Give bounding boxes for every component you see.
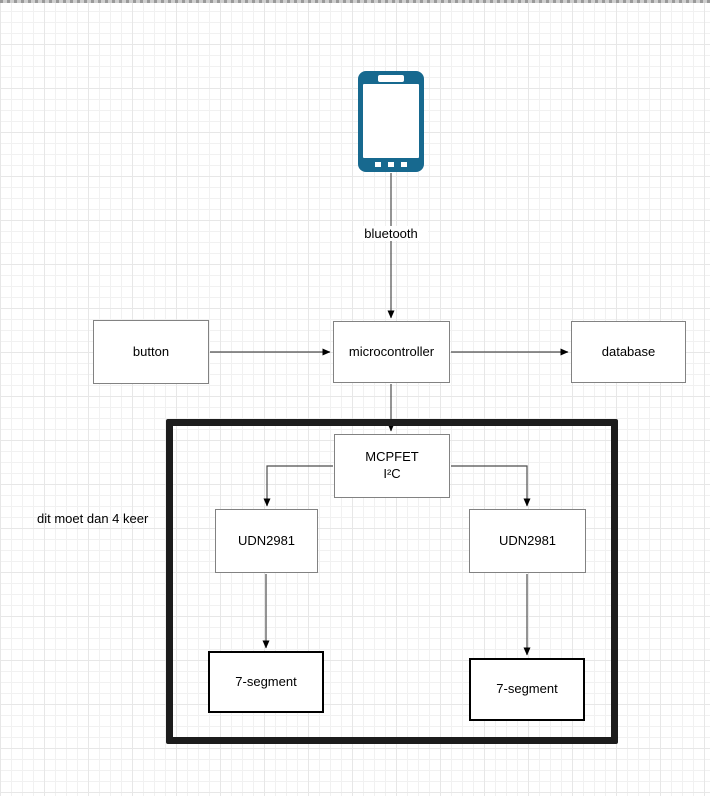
node-button[interactable]: button	[93, 320, 209, 384]
node-udn2981-left[interactable]: UDN2981	[215, 509, 318, 573]
phone-screen	[363, 84, 419, 158]
node-button-label: button	[132, 343, 170, 359]
node-7segment-left[interactable]: 7-segment	[208, 651, 324, 713]
phone-speaker-slot	[378, 75, 404, 82]
node-udn2981-right-label: UDN2981	[498, 532, 557, 548]
node-database[interactable]: database	[571, 321, 686, 383]
group-container-box[interactable]	[166, 419, 618, 744]
phone-button-dot	[401, 162, 407, 167]
connector-mcpfet-udn-left[interactable]	[263, 465, 333, 507]
connector-mcpfet-udn-right[interactable]	[451, 465, 531, 507]
node-7segment-right-label: 7-segment	[496, 681, 558, 697]
node-mcpfet-label-line1: MCPFET	[365, 449, 419, 465]
node-microcontroller[interactable]: microcontroller	[333, 321, 450, 383]
node-7segment-right[interactable]: 7-segment	[469, 658, 585, 721]
annotation-note: dit moet dan 4 keer	[37, 511, 149, 526]
node-7segment-left-label: 7-segment	[235, 673, 297, 689]
node-udn2981-right[interactable]: UDN2981	[469, 509, 586, 573]
node-mcpfet-label-line2: I²C	[383, 466, 401, 481]
smartphone-icon[interactable]	[358, 71, 424, 172]
phone-button-dot	[388, 162, 394, 167]
node-microcontroller-label: microcontroller	[348, 343, 435, 359]
page-boundary-marker	[0, 0, 710, 3]
node-udn2981-left-label: UDN2981	[237, 532, 296, 548]
node-mcpfet[interactable]: MCPFET I²C	[334, 434, 450, 498]
node-database-label: database	[601, 343, 656, 359]
phone-button-dot	[375, 162, 381, 167]
edge-label-bluetooth[interactable]: bluetooth	[354, 226, 428, 241]
